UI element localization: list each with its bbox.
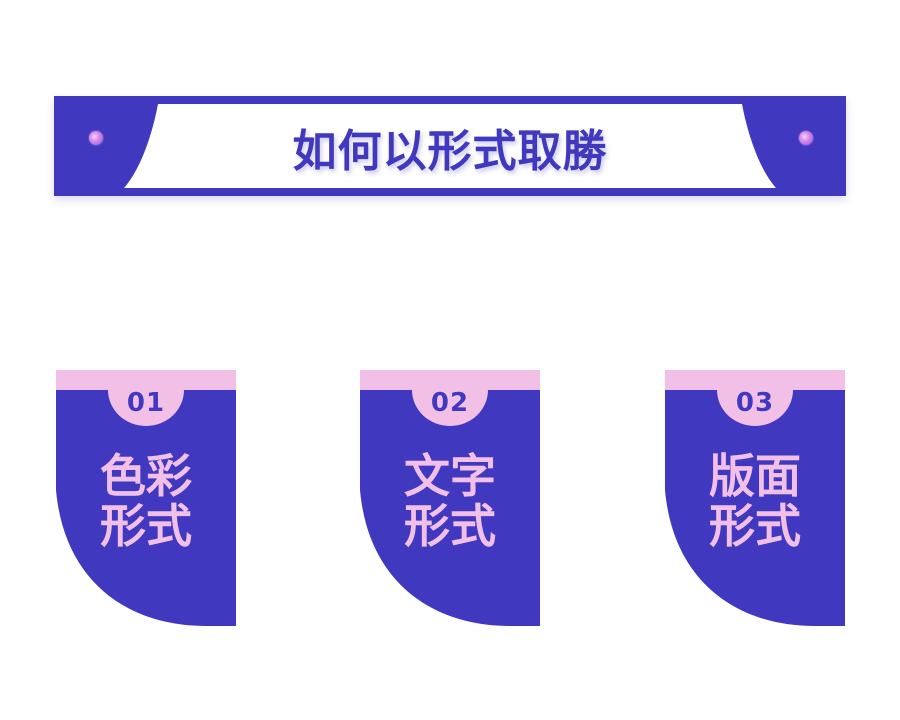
gem-icon-right xyxy=(799,131,813,145)
card-label-line1: 色彩 xyxy=(100,449,192,503)
banner-title: 如何以形式取勝 xyxy=(292,126,608,177)
card-label-line1: 文字 xyxy=(404,449,496,503)
card-number: 01 xyxy=(126,388,166,418)
card-layout-form: 03 版面 形式 xyxy=(665,370,845,626)
card-shape xyxy=(360,370,540,626)
card-number: 02 xyxy=(430,388,470,418)
banner: 如何以形式取勝 xyxy=(54,96,846,196)
card-label-line2: 形式 xyxy=(404,499,496,553)
card-text-form: 02 文字 形式 xyxy=(360,370,540,626)
card-label-line2: 形式 xyxy=(100,499,192,553)
card-number: 03 xyxy=(735,388,775,418)
card-shape xyxy=(56,370,236,626)
card-label-line1: 版面 xyxy=(709,449,801,503)
card-shape xyxy=(665,370,845,626)
card-color-form: 01 色彩 形式 xyxy=(56,370,236,626)
banner-shape xyxy=(54,96,846,196)
gem-icon-left xyxy=(89,131,103,145)
card-label-line2: 形式 xyxy=(709,499,801,553)
